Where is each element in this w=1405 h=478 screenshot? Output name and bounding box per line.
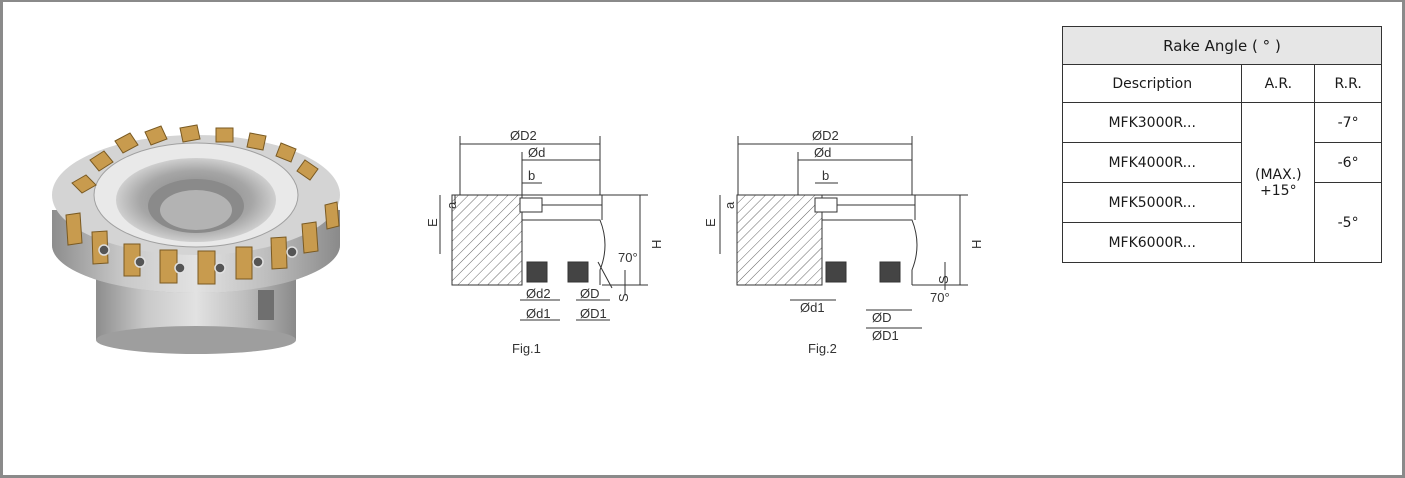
fig1-od1-bottom-label: Ød1 <box>526 306 551 321</box>
table-title: Rake Angle ( ° ) <box>1062 26 1382 65</box>
face-mill-cutter-photo <box>52 124 340 354</box>
fig2-e-label: E <box>703 218 718 227</box>
rr-value: -6° <box>1314 142 1382 183</box>
fig2-a-label: a <box>722 201 737 209</box>
table-row: MFK5000R... -5° <box>1061 182 1382 263</box>
table-row: MFK3000R... (MAX.) +15° -7° <box>1061 102 1382 263</box>
row-description: MFK4000R... <box>1061 142 1243 183</box>
rake-angle-table: Rake Angle ( ° ) Description A.R. R.R. M… <box>1061 26 1382 263</box>
fig2-od-label: Ød <box>814 145 831 160</box>
fig2-od-small-label: ØD <box>872 310 892 325</box>
fig1-e-label: E <box>425 218 440 227</box>
fig1-b-label: b <box>528 168 535 183</box>
fig1-od2-bottom-label: Ød2 <box>526 286 551 301</box>
row-description: MFK3000R... <box>1061 102 1243 143</box>
rr-value-merged: -5° <box>1314 182 1382 263</box>
table-row: MFK6000R... <box>1061 222 1382 263</box>
fig2-h-label: H <box>969 240 984 249</box>
table-title-row: Rake Angle ( ° ) <box>1062 26 1382 65</box>
figure-2-labels: ØD2 Ød b a E H S 70° Ød1 ØD ØD1 Fig.2 <box>703 128 984 356</box>
fig1-h-label: H <box>649 240 664 249</box>
fig1-od2-label: ØD2 <box>510 128 537 143</box>
table-header-row: Description A.R. R.R. <box>1061 64 1382 103</box>
row-description: MFK5000R... <box>1061 182 1243 223</box>
row-description: MFK6000R... <box>1061 222 1243 263</box>
fig1-od-small-label: ØD <box>580 286 600 301</box>
header-ar: A.R. <box>1241 64 1316 103</box>
table-row: MFK4000R... -6° <box>1061 142 1382 183</box>
rr-value: -7° <box>1314 102 1382 143</box>
fig1-od-label: Ød <box>528 145 545 160</box>
fig2-od1-big-label: ØD1 <box>872 328 899 343</box>
fig2-b-label: b <box>822 168 829 183</box>
fig1-od1-big-label: ØD1 <box>580 306 607 321</box>
figure-1-drawing <box>439 136 648 321</box>
header-rr: R.R. <box>1314 64 1382 103</box>
ar-merged-cell: (MAX.) +15° <box>1241 102 1316 263</box>
fig1-caption: Fig.1 <box>512 341 541 356</box>
fig2-angle-label: 70° <box>930 290 950 305</box>
figure-2-drawing <box>719 136 968 329</box>
fig1-a-label: a <box>444 201 459 209</box>
ar-max-text: (MAX.) <box>1255 166 1302 183</box>
fig1-s-label: S <box>616 293 631 302</box>
ar-value-text: +15° <box>1260 182 1297 199</box>
fig2-s-label: S <box>936 275 951 284</box>
fig1-angle-label: 70° <box>618 250 638 265</box>
fig2-caption: Fig.2 <box>808 341 837 356</box>
header-description: Description <box>1061 64 1243 103</box>
fig2-od1-bottom-label: Ød1 <box>800 300 825 315</box>
figure-1-labels: ØD2 Ød b a E H 70° S Ød2 Ød1 ØD ØD1 Fig.… <box>425 128 664 356</box>
fig2-od2-label: ØD2 <box>812 128 839 143</box>
